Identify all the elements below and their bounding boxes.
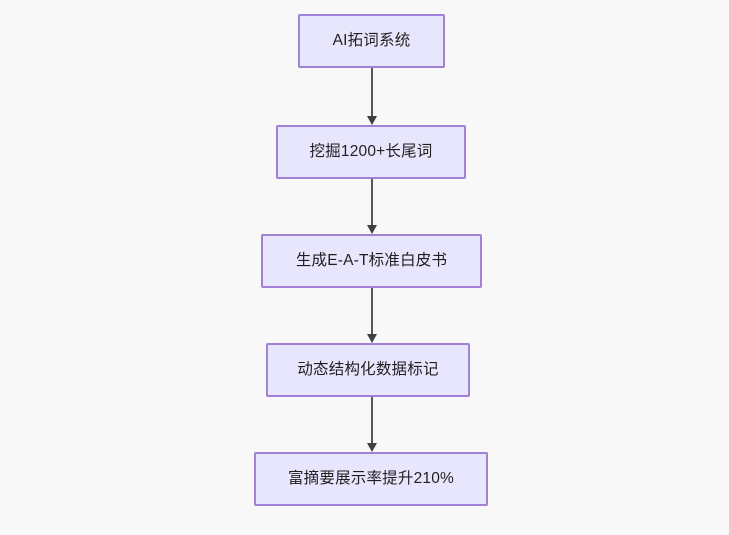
flow-connector-2 bbox=[366, 179, 377, 234]
flow-connector-1 bbox=[366, 68, 377, 125]
connector-line bbox=[370, 397, 373, 445]
flow-node-3-label: 生成E-A-T标准白皮书 bbox=[295, 252, 448, 270]
flow-node-2[interactable]: 挖掘1200+长尾词 bbox=[276, 125, 466, 179]
arrowhead-icon bbox=[366, 116, 377, 125]
flow-connector-3 bbox=[366, 288, 377, 343]
connector-line bbox=[370, 288, 373, 336]
arrowhead-icon bbox=[366, 334, 377, 343]
flow-node-1[interactable]: AI拓词系统 bbox=[298, 14, 445, 68]
flow-connector-4 bbox=[366, 397, 377, 452]
flow-node-1-label: AI拓词系统 bbox=[332, 32, 411, 50]
connector-line bbox=[370, 68, 373, 118]
flow-node-5-label: 富摘要展示率提升210% bbox=[287, 470, 455, 488]
arrowhead-icon bbox=[366, 225, 377, 234]
flow-node-4-label: 动态结构化数据标记 bbox=[297, 361, 439, 379]
arrowhead-icon bbox=[366, 443, 377, 452]
flow-node-2-label: 挖掘1200+长尾词 bbox=[309, 143, 433, 161]
connector-line bbox=[370, 179, 373, 227]
flow-node-3[interactable]: 生成E-A-T标准白皮书 bbox=[261, 234, 482, 288]
flow-node-4[interactable]: 动态结构化数据标记 bbox=[266, 343, 470, 397]
flow-node-5[interactable]: 富摘要展示率提升210% bbox=[254, 452, 488, 506]
